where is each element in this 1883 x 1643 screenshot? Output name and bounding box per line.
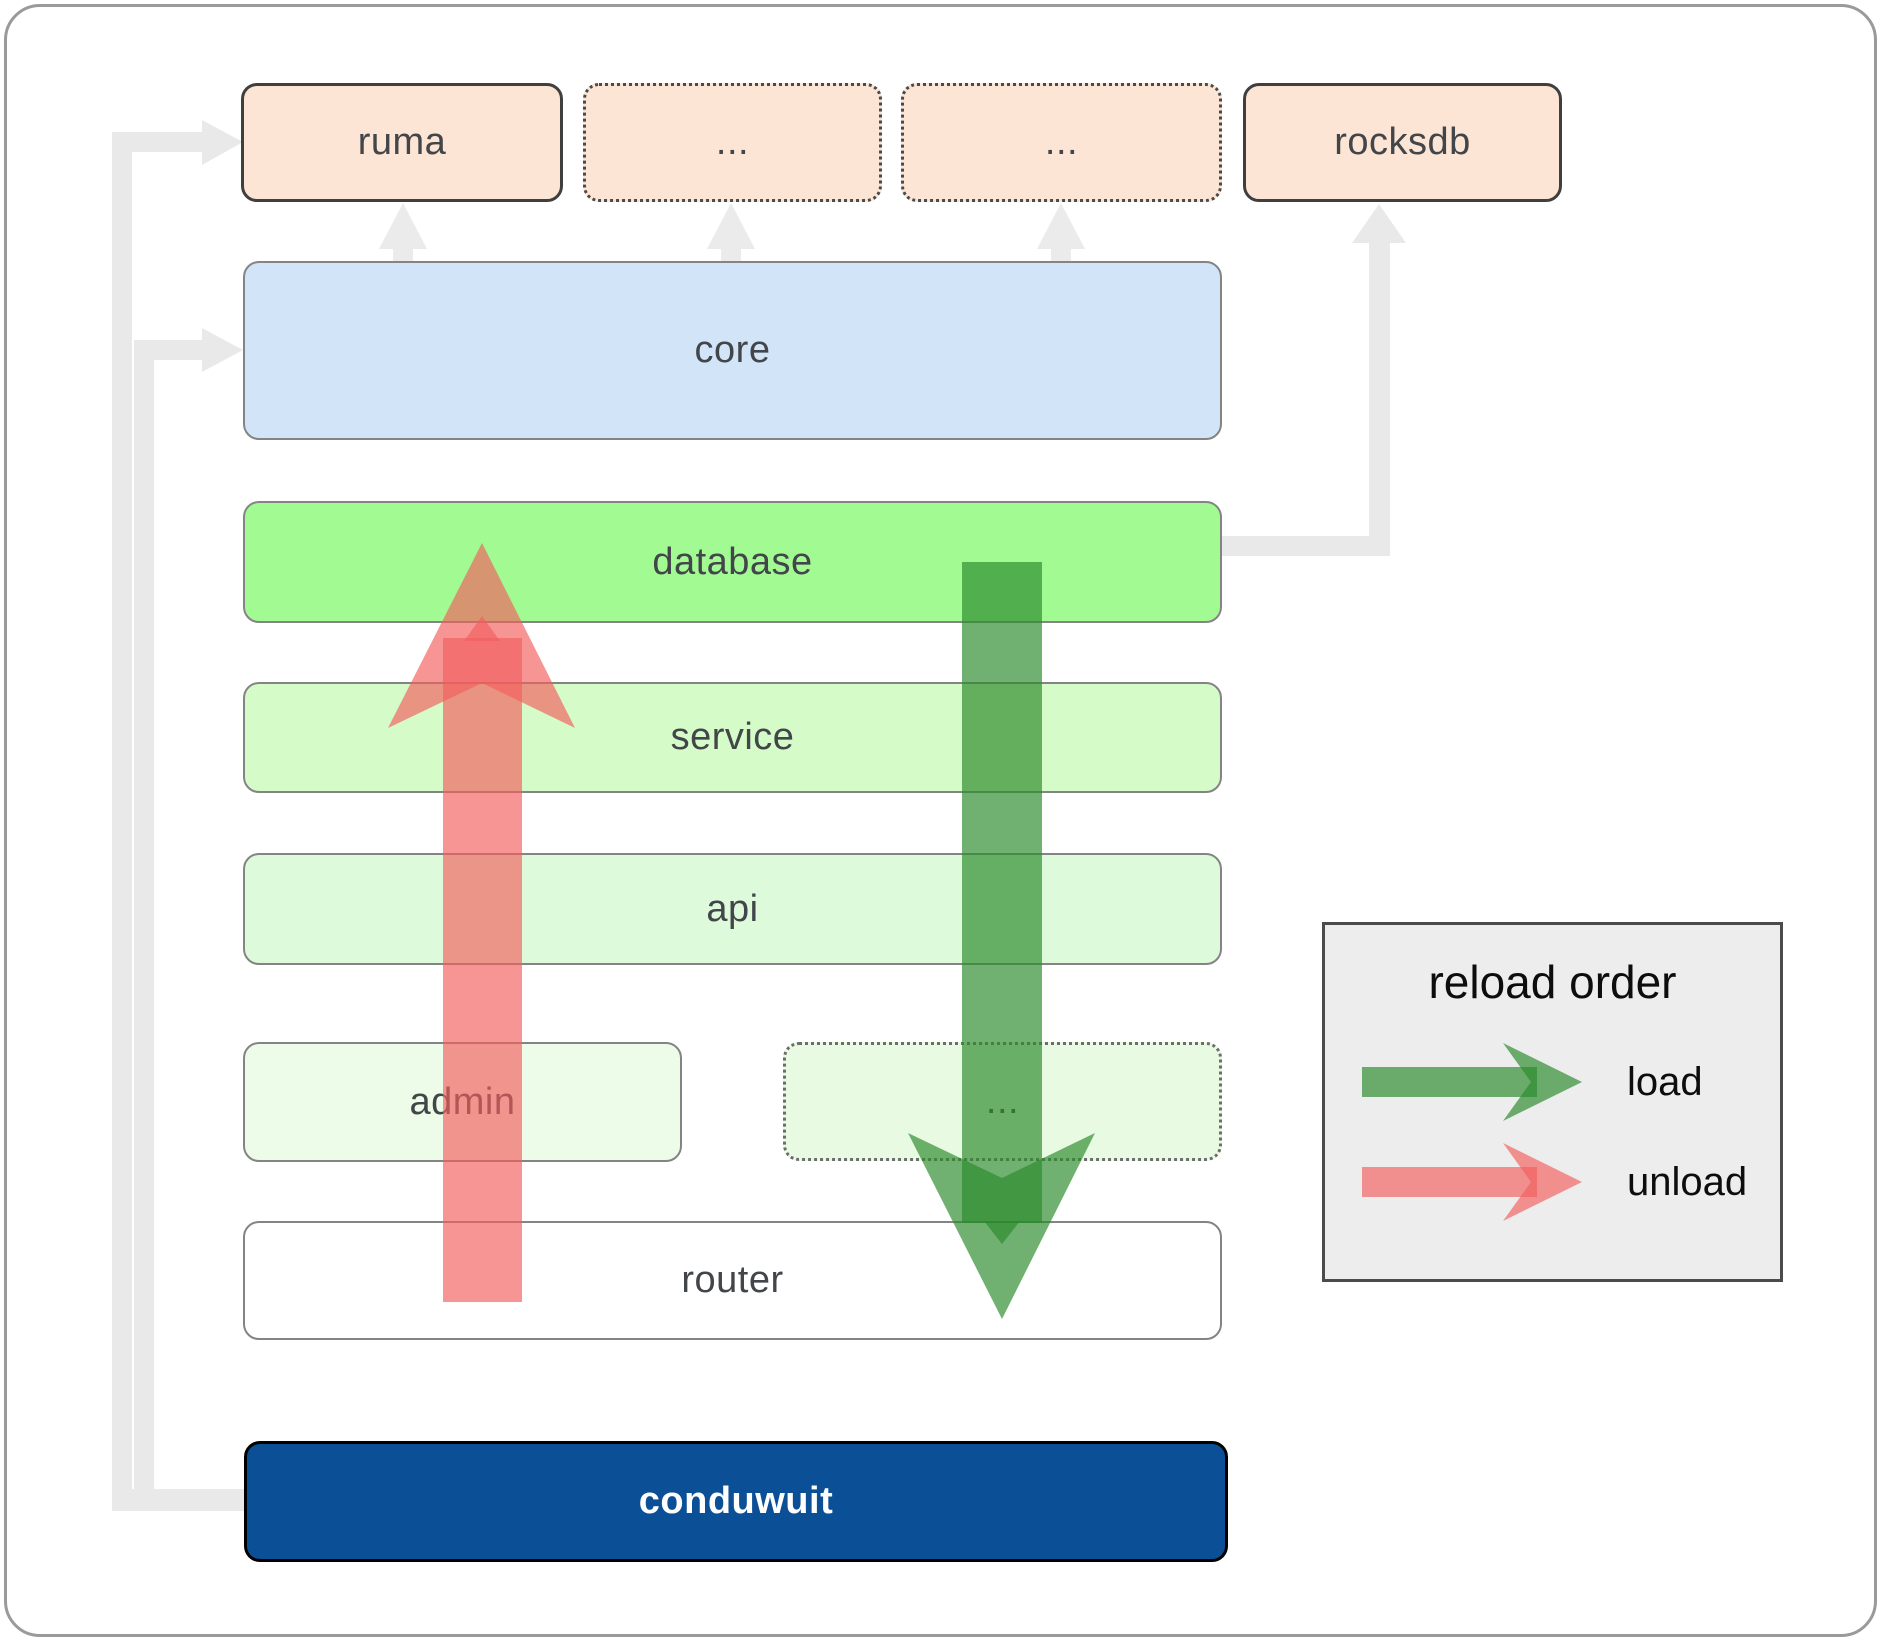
node-service: service — [243, 682, 1222, 793]
node-rocksdb: rocksdb — [1243, 83, 1562, 202]
node-conduwuit: conduwuit — [244, 1441, 1228, 1562]
node-api: api — [243, 853, 1222, 965]
node-ruma: ruma — [241, 83, 563, 202]
node-service-label: service — [670, 716, 795, 758]
node-router-label: router — [681, 1259, 784, 1301]
legend-title: reload order — [1428, 956, 1677, 1008]
diagram-outer-frame — [4, 4, 1877, 1637]
node-core: core — [243, 261, 1222, 440]
node-api-label: api — [706, 887, 759, 930]
node-admin: admin — [243, 1042, 682, 1162]
node-database: database — [243, 501, 1222, 623]
node-ext-more1-label: ... — [715, 121, 750, 163]
node-crate-more: ... — [783, 1042, 1222, 1161]
node-admin-label: admin — [409, 1080, 516, 1123]
node-ext-more1: ... — [583, 83, 882, 202]
node-ext-more2: ... — [901, 83, 1222, 202]
node-ruma-label: ruma — [357, 121, 447, 163]
node-ext-more2-label: ... — [1044, 121, 1079, 163]
node-rocksdb-label: rocksdb — [1334, 121, 1471, 163]
node-core-label: core — [694, 329, 771, 371]
node-database-label: database — [652, 540, 813, 583]
legend-item-unload-label: unload — [1627, 1160, 1748, 1204]
node-conduwuit-label: conduwuit — [638, 1480, 834, 1522]
legend-item-load-label: load — [1627, 1060, 1703, 1104]
node-router: router — [243, 1221, 1222, 1340]
node-crate-more-label: ... — [985, 1080, 1020, 1122]
